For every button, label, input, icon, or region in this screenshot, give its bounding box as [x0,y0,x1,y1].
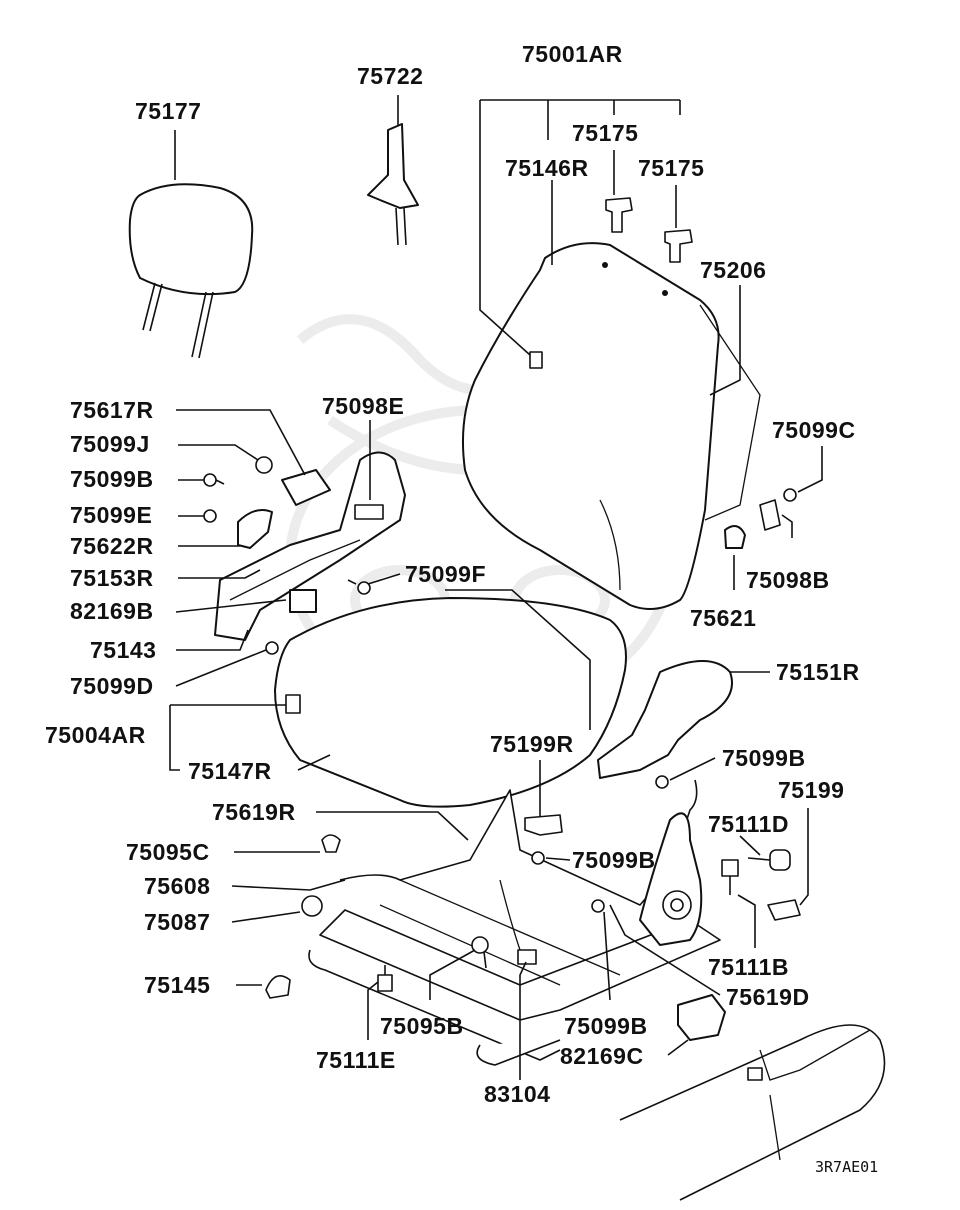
label-75099C[interactable]: 75099C [772,417,856,443]
clip-75098B[interactable] [759,499,781,531]
label-75111D[interactable]: 75111D [708,811,789,837]
clip-75175-a[interactable] [605,197,633,233]
label-75001AR[interactable]: 75001AR [522,41,623,67]
label-75004AR[interactable]: 75004AR [45,722,146,748]
seat-cushion[interactable] [274,597,627,808]
side-cover-75151R[interactable] [597,660,733,779]
bolt-75099B-mid[interactable] [531,851,545,865]
label-75143[interactable]: 75143 [90,637,156,663]
label-83104[interactable]: 83104 [484,1081,550,1107]
switch-82169C[interactable] [677,994,726,1041]
label-75622R[interactable]: 75622R [70,533,154,559]
label-75199[interactable]: 75199 [778,777,844,803]
label-75619D[interactable]: 75619D [726,984,810,1010]
bolt-75099B-side[interactable] [655,775,669,789]
label-75199R[interactable]: 75199R [490,731,574,757]
bolt-75099B-upper[interactable] [203,473,225,487]
part-labels: 75001AR 75722 75177 75175 75146R 75175 7… [45,41,878,1176]
label-75175-b[interactable]: 75175 [638,155,704,181]
label-75111E[interactable]: 75111E [316,1047,396,1073]
label-75099B-3[interactable]: 75099B [572,847,656,873]
label-75175-a[interactable]: 75175 [572,120,638,146]
label-75099F[interactable]: 75099F [405,561,486,587]
label-75608[interactable]: 75608 [144,873,210,899]
bolt-75099E[interactable] [203,509,217,523]
label-75095C[interactable]: 75095C [126,839,210,865]
figure-code: 3R7AE01 [815,1158,878,1176]
bolt-75099C[interactable] [783,488,797,502]
label-75621[interactable]: 75621 [690,605,756,631]
label-75099B-2[interactable]: 75099B [722,745,806,771]
label-75177[interactable]: 75177 [135,98,201,124]
label-75099J[interactable]: 75099J [70,431,150,457]
label-75099D[interactable]: 75099D [70,673,154,699]
recliner-75619D[interactable] [639,812,703,946]
bolt-75111D[interactable] [747,849,791,871]
clip-75175-b[interactable] [664,229,693,263]
label-75151R[interactable]: 75151R [776,659,860,685]
console-outline [619,1024,886,1201]
clip-75095B[interactable] [471,936,489,969]
screw-75099D[interactable] [265,641,279,655]
clip-75095C[interactable] [321,834,341,853]
label-75087[interactable]: 75087 [144,909,210,935]
label-75617R[interactable]: 75617R [70,397,154,423]
lever-75622R[interactable] [237,509,273,549]
recliner-cover-75153R[interactable] [214,451,406,641]
bolt-75111E[interactable] [377,965,393,992]
bolt-75099J[interactable] [255,456,273,474]
bolt-75099B-low[interactable] [591,899,605,913]
label-75099B-1[interactable]: 75099B [70,466,154,492]
clip-75145[interactable] [265,974,291,999]
label-75147R[interactable]: 75147R [188,758,272,784]
harness-83104[interactable] [499,879,537,965]
label-75619R[interactable]: 75619R [212,799,296,825]
label-75146R[interactable]: 75146R [505,155,589,181]
cap-75621[interactable] [724,525,746,549]
nut-75087[interactable] [301,895,323,917]
label-75145[interactable]: 75145 [144,972,210,998]
bolt-75111B[interactable] [721,859,739,895]
switch-82169B[interactable] [289,589,317,613]
label-82169B[interactable]: 82169B [70,598,154,624]
seat-back[interactable] [461,242,761,610]
label-75206[interactable]: 75206 [700,257,766,283]
clip-75199R[interactable] [524,814,563,836]
headrest-guide[interactable] [367,123,419,246]
leader-lines [169,95,823,1080]
bolt-75099F[interactable] [347,579,371,595]
label-75098E[interactable]: 75098E [322,393,404,419]
label-75095B[interactable]: 75095B [380,1013,464,1039]
headrest[interactable] [128,183,254,359]
label-75722[interactable]: 75722 [357,63,423,89]
label-75099E[interactable]: 75099E [70,502,152,528]
label-75153R[interactable]: 75153R [70,565,154,591]
clip-75199[interactable] [767,899,801,921]
label-75098B[interactable]: 75098B [746,567,830,593]
label-75111B[interactable]: 75111B [708,954,789,980]
label-75099B-4[interactable]: 75099B [564,1013,648,1039]
label-82169C[interactable]: 82169C [560,1043,644,1069]
